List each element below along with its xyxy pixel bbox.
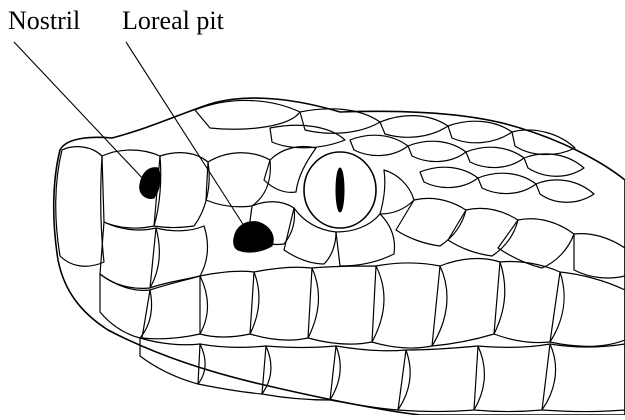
nostril-label: Nostril [8, 8, 80, 34]
loreal-pit-label: Loreal pit [122, 8, 224, 34]
pupil [336, 168, 344, 212]
eye [304, 152, 376, 228]
